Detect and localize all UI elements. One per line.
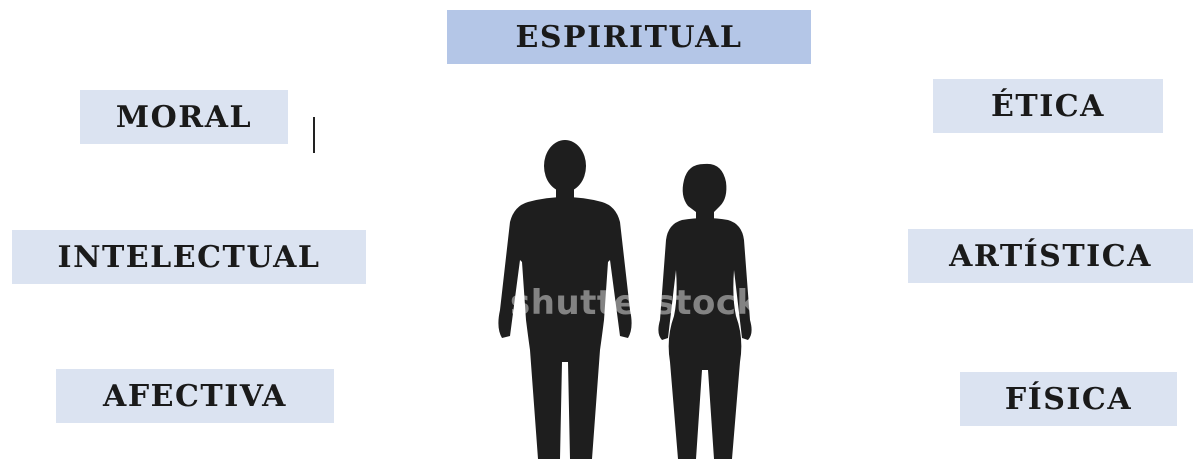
label-moral-text: MORAL (116, 100, 252, 135)
label-fisica: FÍSICA (960, 372, 1177, 426)
label-etica-text: ÉTICA (991, 89, 1105, 124)
label-afectiva-text: AFECTIVA (103, 379, 287, 414)
label-intelectual-text: INTELECTUAL (58, 240, 321, 275)
label-espiritual: ESPIRITUAL (447, 10, 811, 64)
watermark: shutterstock (510, 283, 760, 323)
label-espiritual-text: ESPIRITUAL (515, 20, 742, 55)
label-fisica-text: FÍSICA (1005, 382, 1132, 417)
label-artistica-text: ARTÍSTICA (949, 239, 1152, 274)
label-moral: MORAL (80, 90, 288, 144)
label-afectiva: AFECTIVA (56, 369, 334, 423)
label-artistica: ARTÍSTICA (908, 229, 1193, 283)
label-intelectual: INTELECTUAL (12, 230, 366, 284)
label-etica: ÉTICA (933, 79, 1163, 133)
text-cursor (313, 117, 315, 153)
